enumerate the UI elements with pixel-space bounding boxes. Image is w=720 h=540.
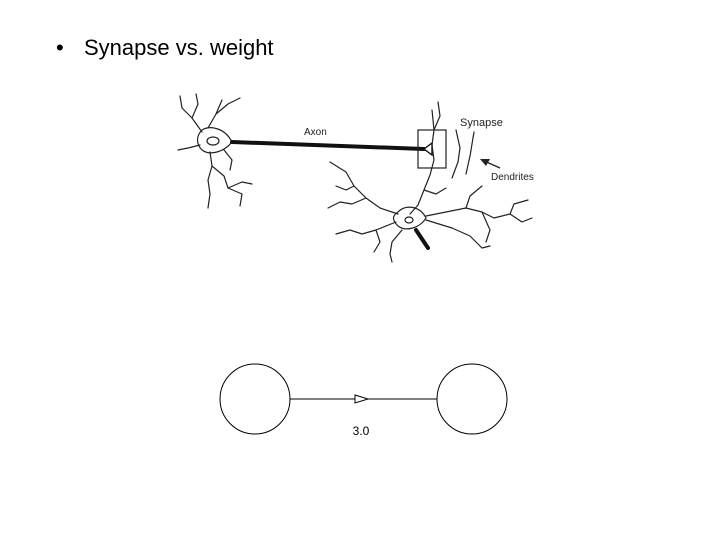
network-diagram: 3.0 <box>219 363 508 438</box>
right-dendrite <box>373 229 381 253</box>
synapse-label: Synapse <box>460 117 503 129</box>
left-neuron-nucleus <box>206 136 220 146</box>
input-node <box>219 363 291 435</box>
left-dendrite <box>191 93 199 119</box>
right-neuron-nucleus <box>404 216 414 224</box>
right-dendrite <box>423 187 447 195</box>
left-neuron-body <box>196 127 233 154</box>
axon-line <box>230 140 426 151</box>
left-dendrite <box>207 151 213 209</box>
right-dendrite <box>481 211 491 243</box>
left-dendrite <box>177 144 201 151</box>
right-dendrite <box>329 161 399 215</box>
neuron-sketch: Axon Synapse Dendrites <box>177 93 534 263</box>
left-dendrite <box>223 149 233 171</box>
left-dendrite <box>215 99 223 115</box>
outgoing-axon <box>414 228 430 250</box>
receiving-dendrite <box>409 109 435 215</box>
dendrites-arrowhead <box>480 159 490 166</box>
right-dendrite <box>327 197 367 209</box>
right-dendrite <box>335 221 397 235</box>
right-dendrite <box>389 229 403 263</box>
left-dendrite <box>211 165 243 207</box>
right-dendrite <box>465 131 475 175</box>
right-dendrite <box>509 199 529 215</box>
left-dendrite <box>207 97 241 129</box>
right-neuron-body <box>392 206 427 230</box>
right-dendrite <box>335 185 355 191</box>
bullet-marker: • <box>56 35 64 60</box>
weight-label: 3.0 <box>353 424 370 438</box>
slide-heading: Synapse vs. weight <box>84 35 274 60</box>
output-node <box>436 363 508 435</box>
bullet-item: • Synapse vs. weight <box>56 34 274 62</box>
right-dendrite <box>465 185 483 209</box>
axon-label: Axon <box>304 127 327 138</box>
right-dendrite <box>451 129 461 179</box>
right-dendrite <box>425 219 491 249</box>
right-dendrite <box>425 207 533 223</box>
dendrites-label: Dendrites <box>491 172 534 183</box>
left-dendrite <box>179 95 203 133</box>
axon-terminal <box>422 141 433 157</box>
left-dendrite <box>227 181 253 189</box>
right-dendrite <box>433 101 441 131</box>
connection-arrowhead <box>354 394 370 404</box>
